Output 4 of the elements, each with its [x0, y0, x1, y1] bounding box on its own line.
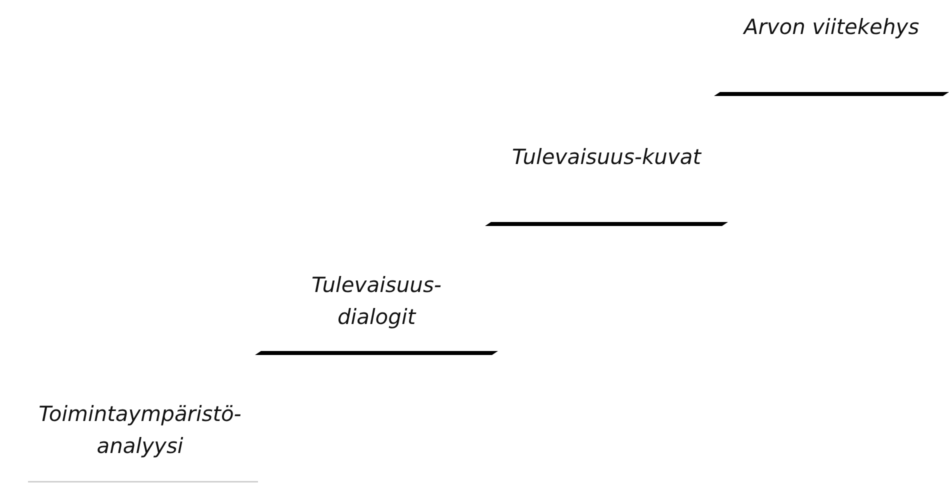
step-label: Tulevaisuus-kuvat [511, 144, 703, 171]
step-label: Arvon viitekehys [742, 14, 920, 41]
step-label: Toimintaympäristö-analyysi [38, 401, 242, 460]
step-label: Tulevaisuus-dialogit [310, 272, 442, 331]
